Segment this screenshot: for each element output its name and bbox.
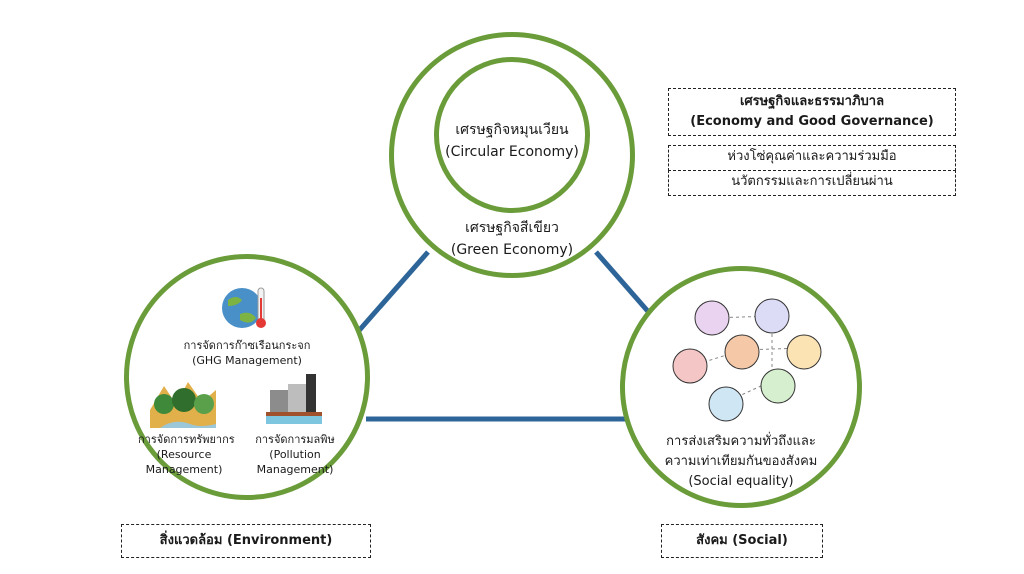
governance-item-box: นวัตกรรมและการเปลี่ยนผ่าน bbox=[668, 170, 956, 196]
connector-economy-social bbox=[594, 250, 654, 318]
people-network-icon bbox=[672, 298, 822, 422]
connector-economy-environment bbox=[354, 250, 430, 336]
pollution-label-th: การจัดการมลพิษ bbox=[255, 433, 335, 446]
environment-pillar-text: สิ่งแวดล้อม (Environment) bbox=[159, 533, 333, 548]
green-economy-label-th: เศรษฐกิจสีเขียว bbox=[465, 220, 559, 236]
circular-economy-circle bbox=[434, 57, 590, 213]
pollution-label-en-1: (Pollution bbox=[269, 448, 321, 461]
environment-pillar-label: สิ่งแวดล้อม (Environment) bbox=[121, 524, 371, 558]
ghg-label-th: การจัดการก๊าซเรือนกระจก bbox=[183, 339, 311, 352]
governance-title-th: เศรษฐกิจและธรรมาภิบาล bbox=[739, 94, 885, 109]
governance-title-box: เศรษฐกิจและธรรมาภิบาล (Economy and Good … bbox=[668, 88, 956, 136]
governance-item-box: ห่วงโซ่คุณค่าและความร่วมมือ bbox=[668, 145, 956, 171]
resource-label-th: การจัดการทรัพยากร bbox=[138, 433, 235, 446]
governance-item: นวัตกรรมและการเปลี่ยนผ่าน bbox=[731, 174, 893, 189]
social-label-line-3: (Social equality) bbox=[688, 474, 794, 489]
social-pillar-label: สังคม (Social) bbox=[661, 524, 823, 558]
social-label-line-1: การส่งเสริมความทั่วถึงและ bbox=[666, 434, 816, 449]
resource-label-en-1: (Resource bbox=[156, 448, 212, 461]
social-circle bbox=[620, 266, 862, 508]
globe-thermometer-icon bbox=[222, 287, 266, 328]
factory-icon bbox=[266, 374, 322, 424]
circular-economy-label-th: เศรษฐกิจหมุนเวียน bbox=[455, 122, 569, 138]
social-label-line-2: ความเท่าเทียมกันของสังคม bbox=[664, 454, 818, 469]
governance-item: ห่วงโซ่คุณค่าและความร่วมมือ bbox=[727, 149, 897, 164]
forest-icon bbox=[150, 382, 216, 428]
ghg-label-en: (GHG Management) bbox=[192, 354, 302, 367]
pollution-label-en-2: Management) bbox=[256, 463, 334, 476]
circular-economy-label-en: (Circular Economy) bbox=[445, 144, 579, 160]
resource-label-en-2: Management) bbox=[145, 463, 223, 476]
green-economy-label-en: (Green Economy) bbox=[450, 242, 574, 258]
social-pillar-text: สังคม (Social) bbox=[696, 533, 788, 548]
governance-title-en: (Economy and Good Governance) bbox=[690, 114, 934, 129]
